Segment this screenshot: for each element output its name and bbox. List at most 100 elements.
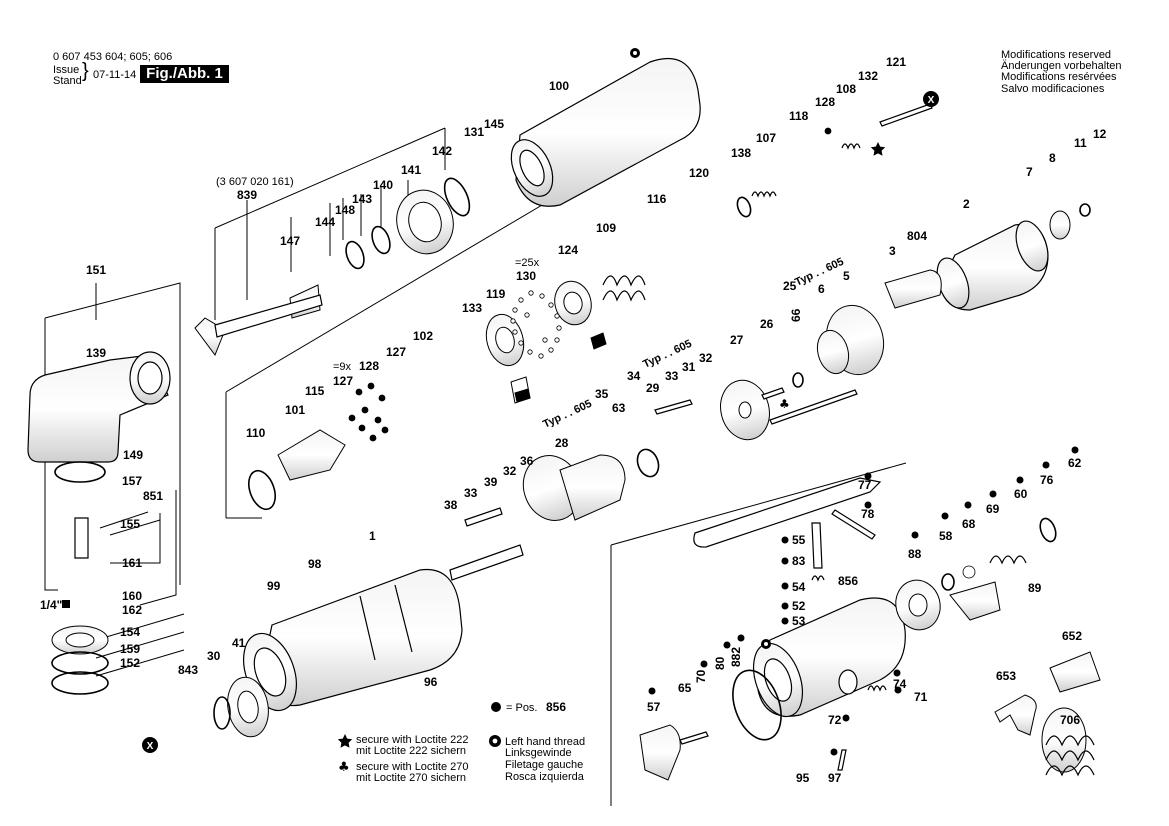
callout-36: 36 [520, 454, 534, 468]
callout-148: 148 [335, 203, 355, 217]
callout-161: 161 [122, 556, 142, 570]
callout-31: 31 [682, 360, 696, 374]
dot-legend: = Pos. 856 [491, 700, 566, 714]
callout-77: 77 [858, 478, 872, 492]
callout-83: 83 [792, 554, 806, 568]
svg-text:♣: ♣ [779, 397, 790, 411]
loctite-270-en: secure with Loctite 270 [356, 761, 469, 773]
dot-legend-text: = Pos. [506, 702, 538, 714]
frame-lines [44, 127, 907, 806]
callout-63: 63 [612, 401, 626, 415]
callout-130: 130 [516, 269, 536, 283]
callout-162: 162 [122, 603, 142, 617]
callout-121: 121 [886, 55, 906, 69]
o-rings [51, 177, 1091, 741]
callout-32b: 32 [503, 464, 517, 478]
loctite-222-de: mit Loctite 222 sichern [356, 745, 467, 757]
callout-116: 116 [647, 192, 667, 206]
callout-28: 28 [555, 436, 569, 450]
valve-housing-856 [752, 597, 906, 718]
callout-52: 52 [792, 599, 806, 613]
issue-brace: } [82, 60, 89, 82]
callout-706: 706 [1060, 713, 1080, 727]
callout-41: 41 [232, 636, 246, 650]
callout-55: 55 [792, 533, 806, 547]
callout-34: 34 [627, 369, 641, 383]
callout-95: 95 [796, 771, 810, 785]
left-hand-fr: Filetage gauche [505, 759, 584, 771]
angle-head-139 [27, 351, 171, 463]
left-hand-en: Left hand thread [505, 736, 586, 748]
callout-39: 39 [484, 475, 498, 489]
callout-labels: 100 121 132 108 128 118 107 138 120 131 … [40, 55, 1107, 785]
callout-98: 98 [308, 557, 322, 571]
callout-141: 141 [401, 163, 421, 177]
qty-25x: =25x [515, 257, 540, 269]
drive-size: 1/4" [40, 598, 62, 612]
callout-78: 78 [861, 507, 875, 521]
callout-58: 58 [939, 529, 953, 543]
callout-3: 3 [889, 244, 896, 258]
callout-127b: 127 [386, 345, 406, 359]
callout-652: 652 [1062, 629, 1082, 643]
callout-74: 74 [893, 677, 907, 691]
svg-text:X: X [147, 741, 154, 752]
callout-128b: 128 [359, 359, 379, 373]
callout-155: 155 [120, 517, 140, 531]
callout-38: 38 [444, 498, 458, 512]
shafts [74, 103, 933, 771]
callout-147: 147 [280, 234, 300, 248]
assembly-ref: (3 607 020 161) [216, 176, 294, 188]
modifications-de: Änderungen vorbehalten [1001, 60, 1122, 72]
callout-30: 30 [207, 649, 221, 663]
callout-142: 142 [432, 144, 452, 158]
balls [348, 127, 976, 579]
callout-54: 54 [792, 580, 806, 594]
callout-151: 151 [86, 263, 106, 277]
club-icon: ♣ [338, 760, 350, 775]
callout-99: 99 [267, 579, 281, 593]
callout-149: 149 [123, 448, 143, 462]
pos-856-markers [648, 446, 1079, 756]
callout-89: 89 [1028, 581, 1042, 595]
callout-26: 26 [760, 317, 774, 331]
callout-107: 107 [756, 131, 776, 145]
callout-851: 851 [143, 489, 163, 503]
callout-97: 97 [828, 771, 842, 785]
callout-100: 100 [549, 79, 569, 93]
callout-69: 69 [986, 502, 1000, 516]
callout-96: 96 [424, 675, 438, 689]
callout-882: 882 [729, 647, 743, 667]
callout-160: 160 [122, 589, 142, 603]
callout-72: 72 [828, 713, 842, 727]
callout-138: 138 [731, 146, 751, 160]
misc-parts [51, 189, 1101, 781]
callout-71: 71 [914, 690, 928, 704]
modifications-es: Salvo modificaciones [1001, 83, 1105, 95]
callout-127a: 127 [333, 374, 353, 388]
callout-109: 109 [596, 221, 616, 235]
reference-markers: X X ♣ [142, 48, 939, 753]
callout-152: 152 [120, 656, 140, 670]
callout-804: 804 [907, 229, 927, 243]
qty-9x: =9x [333, 361, 352, 373]
callout-29: 29 [646, 381, 660, 395]
callout-27: 27 [730, 333, 744, 347]
loctite-270-de: mit Loctite 270 sichern [356, 772, 467, 784]
callout-5: 5 [843, 269, 850, 283]
callout-140: 140 [373, 178, 393, 192]
callout-2: 2 [963, 197, 970, 211]
callout-115: 115 [305, 384, 325, 398]
callout-80: 80 [713, 656, 727, 670]
callout-25: 25 [783, 279, 797, 293]
callout-119: 119 [486, 287, 506, 301]
callout-60: 60 [1014, 487, 1028, 501]
callout-76: 76 [1040, 473, 1054, 487]
callout-128a: 128 [815, 95, 835, 109]
callout-131: 131 [464, 125, 484, 139]
svg-text:X: X [928, 95, 935, 106]
callout-8: 8 [1049, 151, 1056, 165]
left-hand-es: Rosca izquierda [505, 771, 584, 783]
callout-653: 653 [996, 669, 1016, 683]
